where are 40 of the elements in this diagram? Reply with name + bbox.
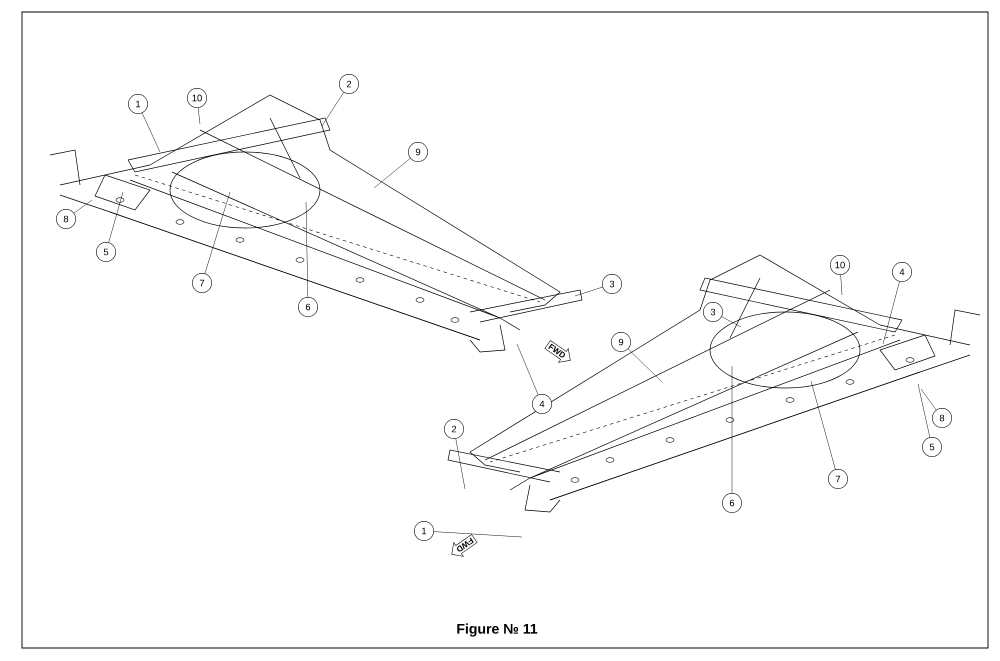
callout-number: 4 (892, 262, 912, 282)
leader-line (434, 531, 522, 538)
leader-line (198, 108, 200, 124)
leader-line (74, 200, 92, 214)
leader-line (840, 274, 842, 296)
callout-number: 10 (187, 88, 207, 108)
leader-line (142, 112, 160, 152)
leader-line (574, 286, 603, 296)
leader-line (722, 316, 742, 328)
leader-line (456, 438, 466, 490)
callout-number: 8 (932, 408, 952, 428)
callout-number: 3 (602, 274, 622, 294)
callout-number: 3 (703, 302, 723, 322)
leader-line (374, 158, 411, 188)
callout-number: 7 (192, 273, 212, 293)
callout-number: 2 (339, 74, 359, 94)
callout-number: 8 (56, 209, 76, 229)
leader-line (108, 192, 124, 243)
callout-number: 6 (722, 493, 742, 513)
leader-line (882, 281, 900, 344)
leader-line (322, 92, 344, 126)
callout-number: 10 (830, 255, 850, 275)
leader-line (810, 380, 836, 470)
callout-number: 2 (444, 419, 464, 439)
callout-number: 5 (922, 437, 942, 457)
callout-number: 4 (532, 394, 552, 414)
leader-line (516, 344, 538, 396)
callout-number: 6 (298, 297, 318, 317)
leader-line (204, 192, 230, 274)
callout-number: 7 (828, 469, 848, 489)
leader-line (306, 202, 308, 298)
leader-line (628, 348, 662, 382)
leader-line (920, 388, 936, 410)
callout-number: 9 (611, 332, 631, 352)
callout-number: 1 (128, 94, 148, 114)
callout-number: 9 (408, 142, 428, 162)
figure-caption: Figure № 11 (457, 623, 538, 637)
callout-number: 5 (96, 242, 116, 262)
callout-number: 1 (414, 521, 434, 541)
leader-line (918, 384, 930, 438)
